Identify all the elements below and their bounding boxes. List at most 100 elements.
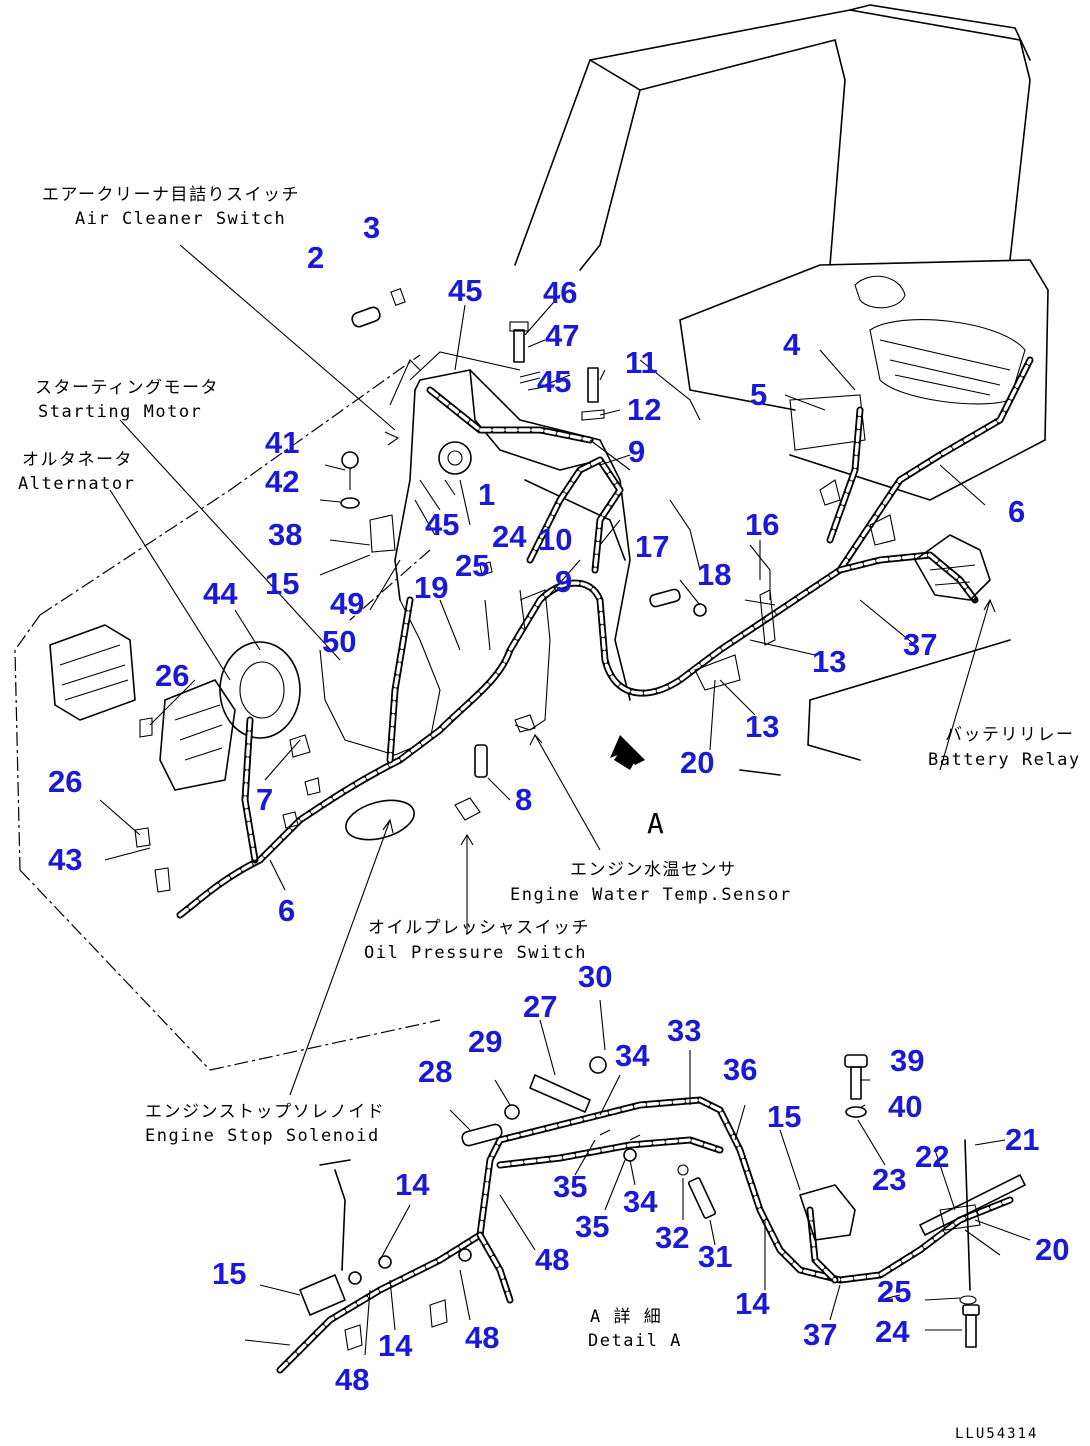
part-number-14: 14 [395, 1167, 430, 1202]
detail-a-label-jp: A 詳 細 [590, 1307, 662, 1327]
part-number-25: 25 [455, 548, 489, 583]
part-number-44: 44 [203, 576, 238, 611]
part-number-39: 39 [890, 1043, 924, 1078]
battery-relay-label-en: Battery Relay [928, 750, 1081, 770]
view-marker-a: A [647, 807, 665, 840]
part-number-24b: 24 [875, 1314, 910, 1349]
part-number-15c: 15 [767, 1099, 801, 1134]
alternator-label-jp: オルタネータ [22, 450, 133, 470]
part-number-26: 26 [155, 658, 189, 693]
part-number-27: 27 [523, 989, 557, 1024]
main-harness [176, 356, 1034, 919]
leader-lines-upper [99, 244, 996, 1096]
part-number-36: 36 [723, 1052, 757, 1087]
part-number-29: 29 [468, 1024, 502, 1059]
part-number-23: 23 [872, 1162, 906, 1197]
part-number-35b: 35 [575, 1209, 609, 1244]
part-numbers: 1 2 3 4 5 6 6 7 8 9 9 10 11 12 13 13 14 … [48, 210, 1069, 1397]
part-number-48: 48 [535, 1242, 569, 1277]
alternator-label-en: Alternator [18, 474, 135, 494]
stop-solenoid-label-en: Engine Stop Solenoid [145, 1126, 380, 1146]
part-number-18: 18 [697, 557, 731, 592]
part-number-45b: 45 [537, 364, 571, 399]
annotation-labels: エアークリーナ目詰りスイッチ Air Cleaner Switch スターティン… [18, 185, 1081, 1442]
part-number-8: 8 [515, 782, 532, 817]
air-cleaner-switch-label-en: Air Cleaner Switch [75, 209, 286, 229]
part-number-41: 41 [265, 425, 299, 460]
oil-pressure-switch-label-jp: オイルプレッシャスイッチ [368, 918, 590, 938]
part-number-21: 21 [1005, 1122, 1039, 1157]
part-number-15: 15 [265, 566, 299, 601]
stop-solenoid-label-jp: エンジンストップソレノイド [145, 1102, 385, 1122]
part-number-6: 6 [1008, 494, 1025, 529]
part-number-16: 16 [745, 507, 779, 542]
engine-block [319, 369, 631, 756]
part-number-12: 12 [627, 392, 661, 427]
part-number-7: 7 [256, 782, 273, 817]
part-number-20b: 20 [1035, 1232, 1069, 1267]
part-number-45: 45 [448, 273, 482, 308]
drawing-code: LLU54314 [955, 1426, 1038, 1442]
air-cleaner-switch-label-jp: エアークリーナ目詰りスイッチ [42, 185, 300, 205]
part-number-45c: 45 [425, 507, 459, 542]
part-number-47: 47 [545, 318, 579, 353]
part-number-5: 5 [750, 377, 767, 412]
starting-motor-label-jp: スターティングモータ [35, 378, 219, 398]
part-number-14c: 14 [735, 1286, 770, 1321]
part-number-10: 10 [538, 522, 572, 557]
part-number-40: 40 [888, 1089, 922, 1124]
small-parts-upper [134, 288, 896, 893]
part-number-20: 20 [680, 745, 714, 780]
part-number-13b: 13 [745, 709, 779, 744]
part-number-48c: 48 [335, 1362, 369, 1397]
part-number-17: 17 [635, 529, 669, 564]
part-number-6b: 6 [278, 893, 295, 928]
part-number-30: 30 [578, 959, 612, 994]
part-number-9: 9 [628, 434, 645, 469]
machine-outline [409, 4, 1049, 776]
oil-pressure-switch-label-en: Oil Pressure Switch [364, 943, 587, 963]
part-number-1: 1 [478, 477, 495, 512]
detail-a-label-en: Detail A [588, 1331, 682, 1351]
water-temp-sensor-label-jp: エンジン水温センサ [570, 860, 737, 880]
part-number-15b: 15 [212, 1256, 246, 1291]
part-number-31: 31 [698, 1239, 732, 1274]
part-number-34b: 34 [623, 1184, 658, 1219]
part-number-14b: 14 [378, 1328, 413, 1363]
part-number-50: 50 [322, 624, 356, 659]
part-number-4: 4 [783, 327, 801, 362]
battery-relay-shape [914, 534, 991, 601]
part-number-2: 2 [307, 240, 324, 275]
part-number-28: 28 [418, 1054, 452, 1089]
detail-a-harness [276, 1054, 1026, 1374]
part-number-48b: 48 [465, 1320, 499, 1355]
part-number-38: 38 [268, 517, 302, 552]
leader-lines-lower [244, 999, 1031, 1356]
water-temp-sensor-label-en: Engine Water Temp.Sensor [510, 885, 792, 905]
alternator [49, 624, 301, 791]
starting-motor-label-en: Starting Motor [38, 402, 202, 422]
part-number-25b: 25 [877, 1274, 911, 1309]
part-number-33: 33 [667, 1013, 701, 1048]
frame-dashes [14, 354, 441, 1071]
part-number-3: 3 [363, 210, 380, 245]
part-number-34: 34 [615, 1038, 650, 1073]
part-number-19: 19 [414, 570, 448, 605]
part-number-37b: 37 [803, 1317, 837, 1352]
part-number-43: 43 [48, 842, 82, 877]
part-number-32: 32 [655, 1220, 689, 1255]
part-number-26b: 26 [48, 764, 82, 799]
part-number-11: 11 [625, 345, 658, 380]
part-number-46: 46 [543, 275, 577, 310]
part-number-22: 22 [915, 1139, 949, 1174]
part-number-13: 13 [812, 644, 846, 679]
battery-relay-label-jp: バッテリリレー [945, 725, 1075, 745]
part-number-24: 24 [492, 519, 527, 554]
part-number-37: 37 [903, 627, 937, 662]
part-number-42: 42 [265, 464, 299, 499]
view-arrow [610, 735, 645, 770]
part-number-49: 49 [330, 586, 364, 621]
part-number-35: 35 [553, 1169, 587, 1204]
